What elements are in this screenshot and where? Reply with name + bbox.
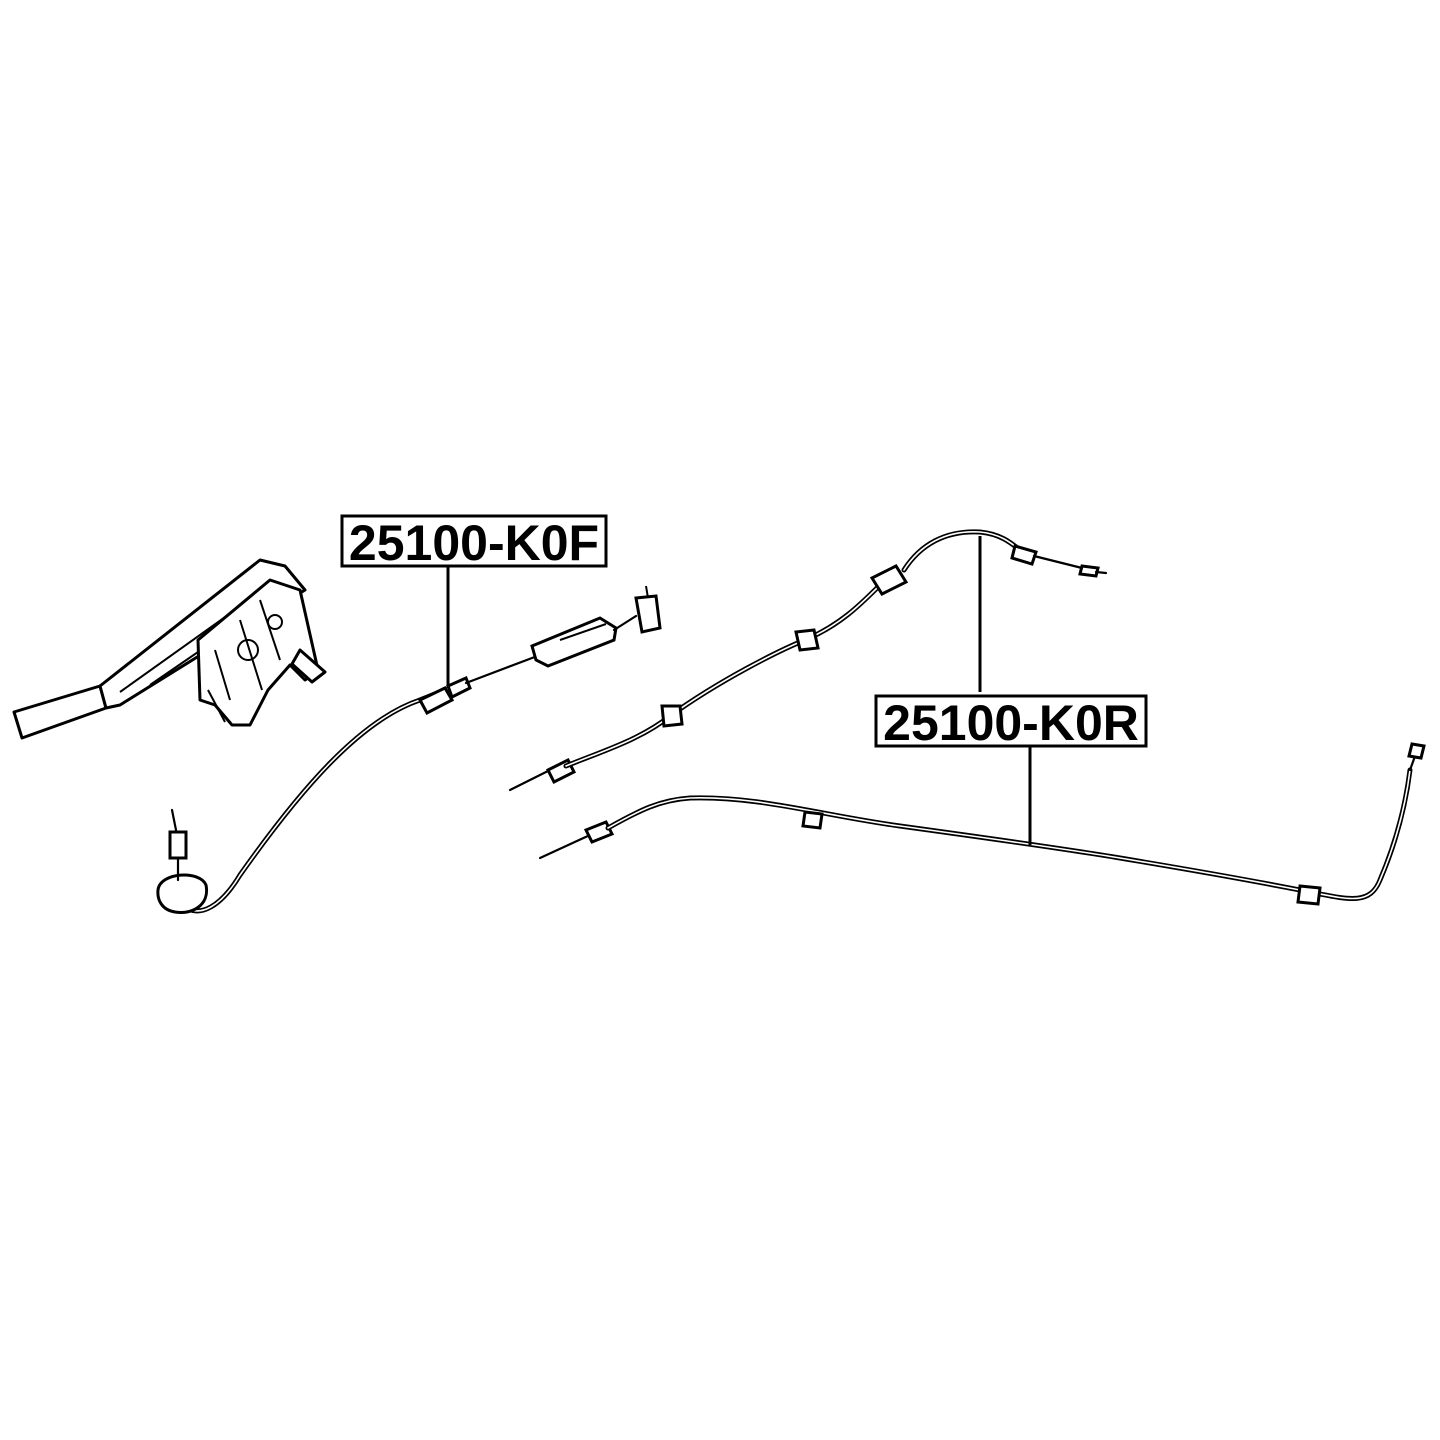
rear-cable-part-number: 25100-K0R	[883, 695, 1139, 751]
rear-cable-part-label: 25100-K0R	[874, 694, 1148, 751]
parking-brake-lever	[12, 558, 327, 740]
front-brake-cable	[156, 585, 662, 915]
front-cable-part-label: 25100-K0F	[340, 514, 608, 571]
front-cable-part-number: 25100-K0F	[349, 515, 599, 571]
rear-brake-cable-upper	[508, 529, 1108, 792]
rear-brake-cable-lower	[538, 742, 1426, 906]
